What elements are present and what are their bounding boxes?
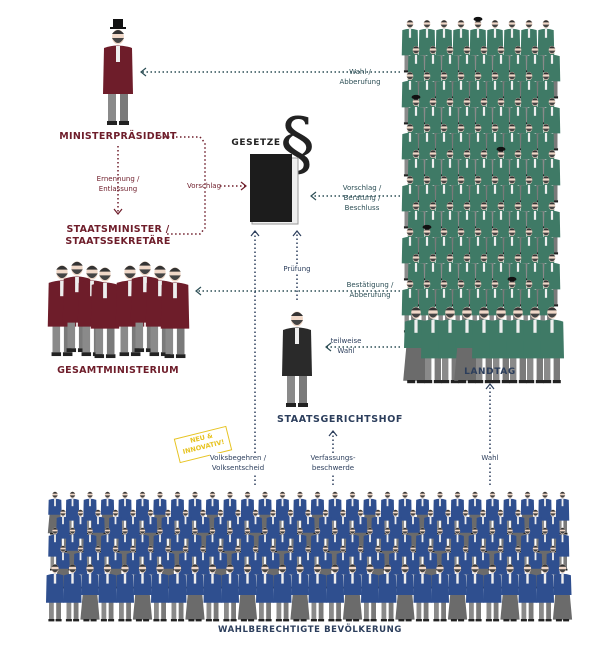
citizen <box>185 564 205 622</box>
arrowhead-icon <box>328 430 338 437</box>
citizen <box>168 564 187 622</box>
label-bevoelkerung: WAHLBERECHTIGTE BEVÖLKERUNG <box>218 625 402 635</box>
citizen <box>151 564 169 622</box>
citizen <box>266 509 280 553</box>
citizen <box>431 564 449 622</box>
citizen <box>536 564 554 622</box>
citizen <box>503 491 517 535</box>
citizen <box>500 564 520 622</box>
citizen <box>447 564 468 622</box>
landtag-member <box>486 279 504 333</box>
citizen <box>116 564 134 622</box>
citizen <box>273 564 292 622</box>
citizen <box>378 564 397 622</box>
citizen <box>518 564 537 622</box>
citizen <box>555 491 570 535</box>
label-wahl: Wahl <box>481 453 499 463</box>
landtag-member <box>540 306 564 384</box>
label-wahl-abberufung: Wahl /Abberufung <box>339 68 381 86</box>
citizen <box>546 509 560 553</box>
label-volksbegehren: Volksbegehren /Volksentscheid <box>209 453 267 473</box>
line-vorschlag <box>160 136 206 235</box>
citizen <box>450 491 465 535</box>
citizen <box>221 564 239 622</box>
minister-figure <box>90 267 120 359</box>
arrowhead-icon <box>485 383 495 390</box>
label-vorschlag: Vorschlag <box>186 182 222 190</box>
arrowhead-icon <box>240 181 247 191</box>
citizen <box>552 564 573 622</box>
citizen <box>63 564 82 622</box>
arrowhead-icon <box>195 286 202 296</box>
label-bestaetigung: Bestätigung /Abberufung <box>346 281 394 299</box>
citizen <box>413 564 432 622</box>
arrowhead-icon <box>113 208 123 215</box>
citizen <box>361 564 379 622</box>
ministerpraesident-figure <box>103 19 133 125</box>
arrowhead-icon <box>250 230 260 237</box>
citizen <box>132 564 153 622</box>
label-ministerpraesident: MINISTERPRÄSIDENT <box>59 131 177 142</box>
minister-figure <box>160 267 190 359</box>
label-ernennung: Ernennung /Entlassung <box>96 175 140 193</box>
citizen <box>237 564 258 622</box>
arrowhead-icon <box>140 67 147 77</box>
label-gesamtministerium: GESAMTMINISTERIUM <box>57 365 179 376</box>
citizen <box>483 564 502 622</box>
label-staatsgerichtshof: STAATSGERICHTSHOF <box>277 414 403 425</box>
citizen <box>342 564 363 622</box>
citizen <box>466 564 484 622</box>
citizen <box>203 564 222 622</box>
label-staatsminister: STAATSMINISTER /STAATSSEKRETÄRE <box>65 224 171 247</box>
label-gesetze: GESETZE <box>231 138 281 148</box>
label-pruefung: Prüfung <box>283 264 311 274</box>
citizen <box>326 564 344 622</box>
citizen <box>256 564 274 622</box>
judge-figure <box>282 311 312 407</box>
label-landtag: LANDTAG <box>464 367 516 377</box>
citizen <box>73 509 88 553</box>
citizen <box>290 564 310 622</box>
citizen <box>80 564 100 622</box>
arrowhead-icon <box>310 191 317 201</box>
law-book-icon <box>250 154 292 222</box>
citizen <box>395 564 415 622</box>
label-vorschlag-beratung-beschluss: Vorschlag /Beratung /Beschluss <box>342 184 382 212</box>
arrowhead-icon <box>292 230 302 237</box>
arrowhead-icon <box>325 342 332 352</box>
citizen <box>308 564 327 622</box>
label-verfassungsbeschwerde: Verfassungs-beschwerde <box>310 453 356 473</box>
citizen <box>46 564 64 622</box>
citizen <box>98 564 117 622</box>
